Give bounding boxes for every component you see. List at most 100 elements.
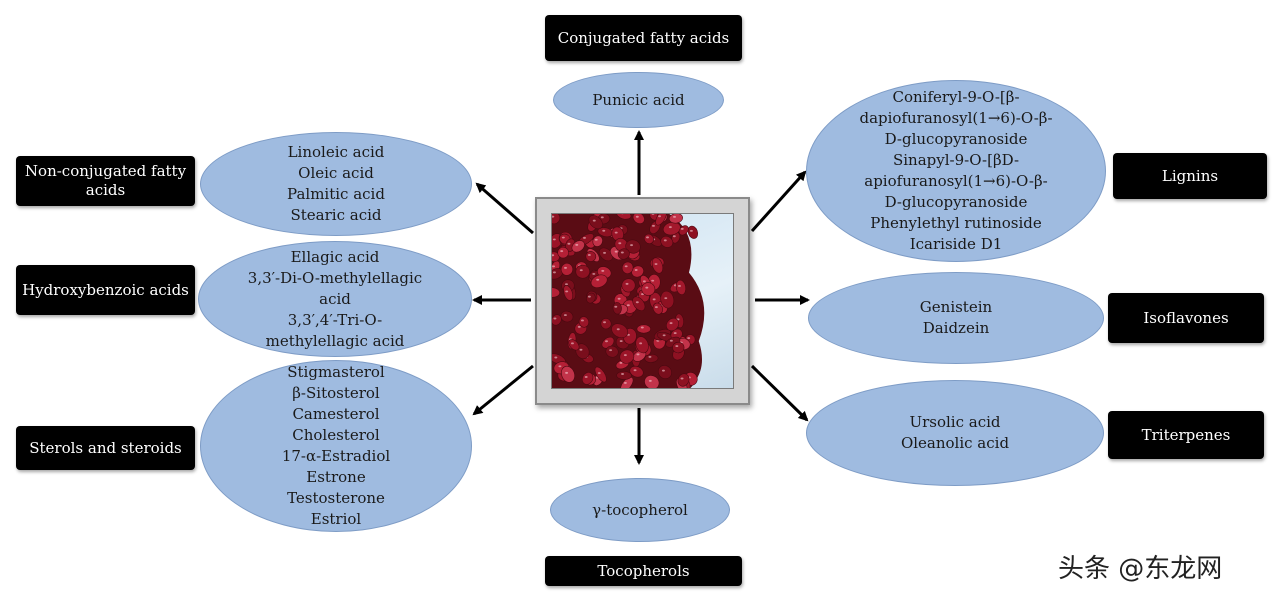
seed-highlight [552, 254, 555, 257]
seed-highlight [554, 356, 558, 359]
seed-highlight [565, 283, 568, 286]
seed-highlight [689, 229, 693, 232]
seed-highlight [587, 295, 591, 298]
seed-highlight [668, 226, 672, 229]
seed-highlight [563, 314, 567, 317]
pomegranate-seed [641, 282, 656, 296]
compounds-nonconjugated-ellipse: Linoleic acid Oleic acid Palmitic acid S… [200, 132, 472, 236]
pomegranate-seed [568, 339, 580, 351]
seed-highlight [575, 243, 579, 246]
seed-highlight [602, 229, 606, 232]
seed-highlight [552, 271, 556, 274]
seed-highlight [552, 215, 555, 218]
seed-highlight [553, 317, 557, 320]
seed-highlight [623, 354, 627, 357]
category-hydroxybenzoic-acids: Hydroxybenzoic acids [16, 265, 195, 315]
arrow-lower-left [472, 364, 534, 416]
seed-highlight [619, 340, 623, 343]
pomegranate-seed [632, 296, 646, 312]
seed-highlight [560, 250, 564, 253]
compounds-conjugated-ellipse: Punicic acid [553, 72, 724, 128]
seed-highlight [664, 297, 668, 300]
pomegranate-seed [575, 264, 590, 279]
seed-highlight [623, 381, 627, 384]
seed-highlight [651, 279, 655, 282]
seed-highlight [614, 231, 618, 234]
pomegranate-seed [560, 262, 574, 276]
pomegranate-seed [605, 345, 619, 358]
category-conjugated-fatty-acids: Conjugated fatty acids [545, 15, 742, 61]
seed-highlight [592, 219, 596, 222]
seed-highlight [617, 297, 621, 300]
seed-highlight [579, 269, 583, 272]
pomegranate-seed [552, 251, 560, 262]
seed-highlight [669, 339, 673, 342]
seed-highlight [633, 369, 637, 372]
pomegranate-seed [598, 247, 614, 262]
seed-highlight [687, 337, 691, 340]
seed-highlight [680, 377, 684, 380]
pomegranate-seeds-image [551, 213, 734, 389]
seed-highlight [645, 286, 649, 289]
seed-highlight [625, 282, 629, 285]
seed-highlight [614, 305, 618, 308]
seed-highlight [648, 379, 652, 382]
seed-highlight [635, 301, 639, 304]
seed-highlight [600, 216, 604, 219]
seed-highlight [680, 227, 684, 230]
seed-highlight [620, 251, 624, 254]
seed-highlight [634, 269, 638, 271]
pomegranate-seed [621, 261, 634, 274]
seed-highlight [565, 290, 569, 293]
seed-highlight [675, 345, 679, 348]
pomegranate-seed [617, 248, 630, 260]
seed-highlight [605, 340, 608, 343]
seed-highlight [552, 238, 556, 241]
seed-highlight [570, 342, 574, 345]
seed-highlight [621, 373, 625, 375]
pomegranate-seed [563, 285, 574, 301]
category-sterols-and-steroids: Sterols and steroids [16, 426, 195, 470]
seed-highlight [636, 353, 640, 356]
category-non-conjugated-fatty-acids: Non-conjugated fatty acids [16, 156, 195, 206]
pomegranate-seed [600, 318, 612, 330]
seed-highlight [580, 319, 584, 322]
pomegranate-seed [616, 214, 632, 220]
seed-highlight [609, 349, 613, 352]
category-triterpenes: Triterpenes [1108, 411, 1264, 459]
seed-highlight [552, 265, 556, 268]
seed-highlight [661, 369, 665, 372]
pomegranate-seed [666, 317, 680, 332]
pomegranate-seed [651, 257, 664, 274]
seed-highlight [594, 238, 598, 241]
seed-highlight [616, 328, 620, 331]
pomegranate-seed [581, 372, 594, 385]
category-lignins: Lignins [1113, 153, 1267, 199]
pomegranate-seed [552, 314, 562, 326]
seed-highlight [651, 214, 655, 215]
pomegranate-seed [590, 274, 608, 288]
seed-highlight [663, 239, 667, 242]
category-isoflavones: Isoflavones [1108, 293, 1264, 343]
seed-highlight [558, 365, 562, 368]
seed-highlight [567, 242, 571, 245]
pomegranate-seed [632, 214, 645, 224]
seed-highlight [642, 280, 646, 283]
seed-highlight [673, 215, 676, 218]
seed-highlight [658, 215, 661, 218]
pomegranate-seed [612, 302, 622, 315]
pomegranate-seed [578, 316, 590, 328]
pomegranate-seed [594, 366, 607, 383]
pomegranate-seed [672, 341, 685, 354]
seed-highlight [635, 215, 639, 218]
seed-highlight [583, 236, 586, 239]
category-tocopherols: Tocopherols [545, 556, 742, 586]
pomegranate-seed [592, 235, 603, 247]
pomegranate-seed [643, 233, 654, 244]
arrow-upper-right [750, 170, 807, 233]
seed-highlight [651, 224, 655, 227]
compounds-isoflavones-ellipse: Genistein Daidzein [808, 272, 1104, 364]
pomegranate-seed [657, 365, 672, 380]
pomegranate-seed [644, 353, 659, 363]
